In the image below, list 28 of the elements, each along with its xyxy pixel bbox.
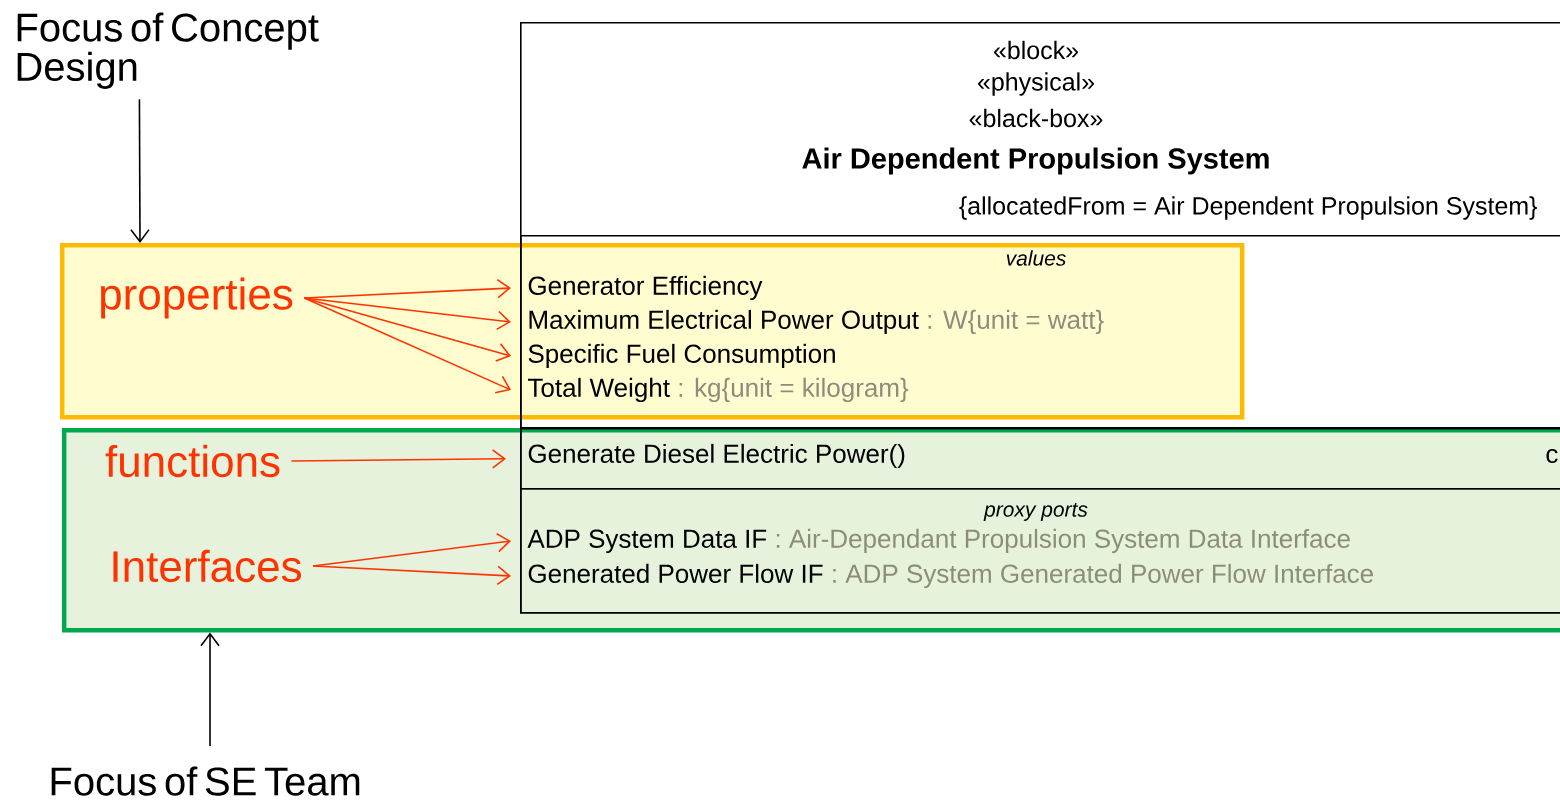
- cut-off-text: c: [1546, 448, 1558, 464]
- arrow: [290, 449, 506, 469]
- arrow: [130, 98, 150, 243]
- property-text: ADP System Data IF : Air-Dependant Propulsion System Data Interface: [527, 528, 1350, 554]
- property-text: Generator Efficiency: [528, 275, 763, 301]
- annotation-text: functions: [105, 444, 280, 478]
- arrow: [303, 297, 511, 394]
- tagged-value: {allocatedFrom = Air Dependent Propulsion System}: [959, 196, 1538, 220]
- annotation-text: Interfaces: [113, 549, 302, 583]
- arrow: [312, 565, 511, 586]
- property-text: Generated Power Flow IF : ADP System Generated Power Flow Interface: [528, 563, 1373, 589]
- annotation-text: Focus of Concept Design: [17, 12, 319, 89]
- arrow: [303, 297, 511, 331]
- highlight-frame: [62, 428, 1560, 633]
- stereotype-text: «black-box»: [969, 108, 1103, 128]
- stereotype-text: «block»: [993, 40, 1079, 60]
- annotation-text: properties: [101, 277, 293, 319]
- compartment-title: values: [1006, 250, 1066, 266]
- property-text: Specific Fuel Consumption: [528, 343, 835, 369]
- operation-text: Generate Diesel Electric Power(): [528, 443, 905, 469]
- property-text: Maximum Electrical Power Output : W{unit = watt}: [529, 309, 1104, 335]
- property-text: Total Weight : kg{unit = kilogram}: [528, 377, 909, 403]
- block-name: Air Dependent Propulsion System: [802, 147, 1269, 175]
- stereotype-text: «physical»: [977, 72, 1095, 96]
- annotation-text: Focus of SE Team: [51, 766, 360, 796]
- highlight-frame: [60, 243, 1245, 420]
- arrow: [200, 632, 220, 747]
- compartment-title: proxy ports: [983, 503, 1088, 521]
